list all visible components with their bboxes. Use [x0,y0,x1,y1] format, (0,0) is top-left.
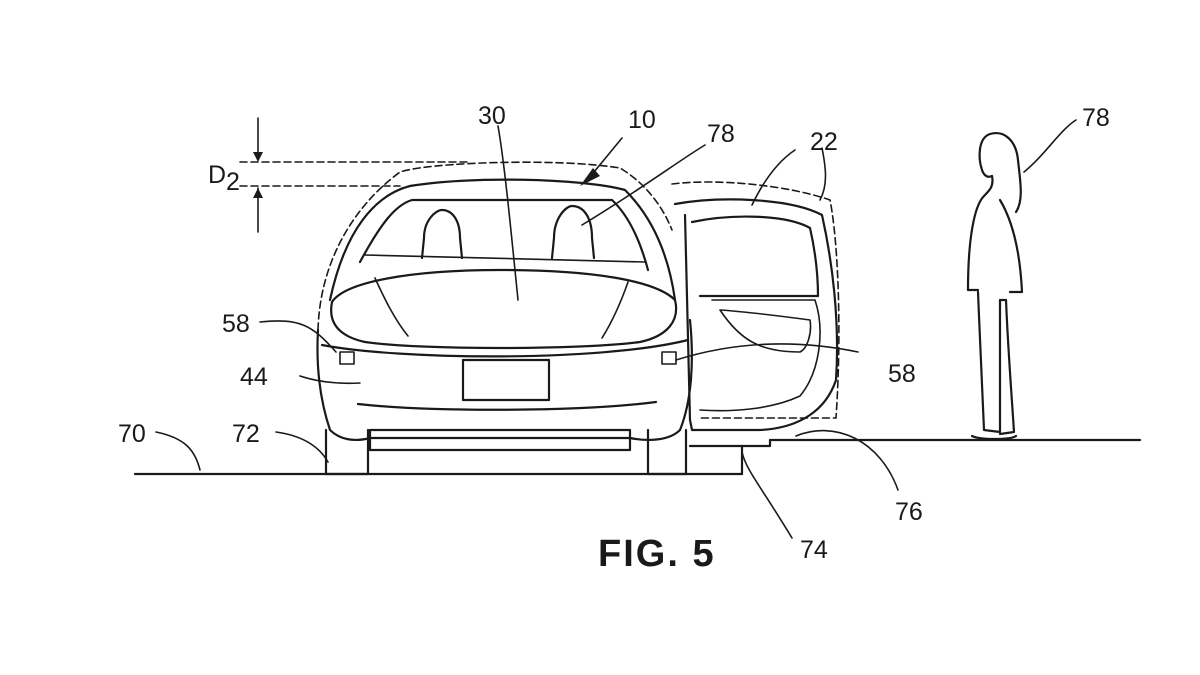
dimension-letter: D [208,161,226,189]
label-vehicle: 10 [628,106,656,134]
label-curb-base: 74 [800,536,828,564]
label-rear-bumper: 44 [240,363,268,391]
label-sensor-right: 58 [888,360,916,388]
open-door [673,198,839,432]
wheel-right [646,428,688,476]
label-ground: 70 [118,420,146,448]
figure-caption: FIG. 5 [598,533,716,575]
label-door: 22 [810,128,838,156]
ground-line [133,438,1142,476]
license-plate [461,358,551,402]
label-occupant: 78 [707,120,735,148]
pedestrian-figure [966,132,1024,441]
trunk-lid [330,268,678,350]
label-curb-top: 76 [895,498,923,526]
raised-vehicle-outline [317,161,673,331]
raised-door-outline [671,181,840,419]
wheel-left [324,428,370,476]
label-trunk: 30 [478,102,506,130]
dimension-subscript: 2 [226,168,240,196]
sensor-right-icon [661,351,677,365]
label-sensor-left: 58 [222,310,250,338]
occupant-heads [420,204,596,260]
sensor-left-icon [339,351,355,365]
dimension-marker [239,117,471,233]
vehicle [316,178,693,476]
label-pedestrian: 78 [1082,104,1110,132]
leader-lines [155,119,1077,539]
label-wheel: 72 [232,420,260,448]
